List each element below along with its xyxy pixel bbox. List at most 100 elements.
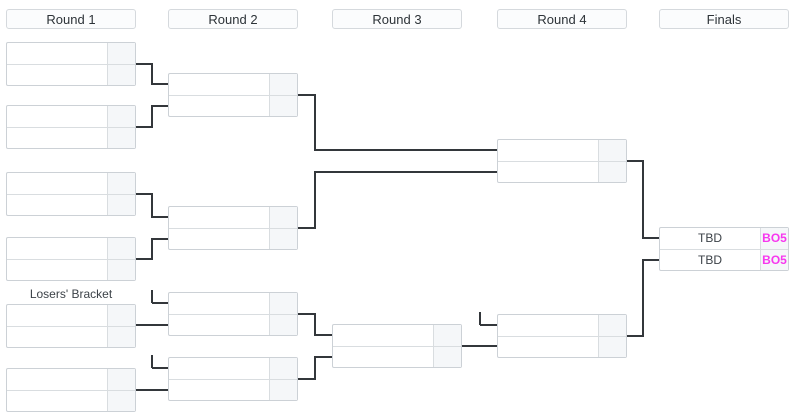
participant-score xyxy=(107,194,135,215)
participant-score xyxy=(107,64,135,85)
participant-score xyxy=(598,140,626,161)
participant-name xyxy=(169,293,269,314)
match-lb-r2-2[interactable] xyxy=(168,357,298,401)
match-row[interactable] xyxy=(7,43,135,65)
participant-name xyxy=(333,347,433,368)
match-row[interactable] xyxy=(7,173,135,195)
participant-name xyxy=(7,391,107,412)
bracket-connector xyxy=(298,378,315,380)
bracket-connector xyxy=(152,83,168,85)
participant-score xyxy=(269,228,297,249)
match-row[interactable] xyxy=(498,140,626,162)
match-row[interactable] xyxy=(7,127,135,148)
match-row[interactable] xyxy=(498,315,626,337)
match-row[interactable] xyxy=(7,369,135,391)
participant-name xyxy=(498,162,598,183)
bracket-connector xyxy=(136,193,152,195)
participant-name xyxy=(169,96,269,117)
match-row[interactable]: TBD BO5 xyxy=(660,228,788,250)
participant-name xyxy=(169,315,269,336)
match-row[interactable] xyxy=(7,64,135,86)
round-header-label: Round 2 xyxy=(208,11,258,27)
match-row[interactable] xyxy=(498,161,626,183)
round-header-label: Round 1 xyxy=(46,11,96,27)
bracket-connector xyxy=(314,313,316,336)
participant-name: TBD xyxy=(698,231,722,246)
match-row[interactable] xyxy=(498,336,626,358)
bracket-connector xyxy=(152,238,168,240)
match-lb-r2-1[interactable] xyxy=(168,292,298,336)
match-r4-1[interactable] xyxy=(497,139,627,183)
match-row[interactable] xyxy=(7,259,135,280)
match-row[interactable] xyxy=(7,106,135,128)
match-row[interactable] xyxy=(169,379,297,400)
match-row[interactable] xyxy=(169,207,297,229)
match-r1-3[interactable] xyxy=(6,172,136,216)
participant-name xyxy=(7,195,107,216)
match-row[interactable] xyxy=(169,95,297,117)
bracket-connector xyxy=(298,94,315,96)
bracket-connector xyxy=(298,313,315,315)
participant-name xyxy=(333,325,433,346)
participant-score xyxy=(107,238,135,259)
bracket-connector xyxy=(152,216,168,218)
participant-score xyxy=(269,207,297,228)
bracket-connector xyxy=(314,171,316,229)
match-finals[interactable]: TBD BO5 TBD BO5 xyxy=(659,227,789,271)
bracket-connector xyxy=(314,356,316,380)
match-r1-1[interactable] xyxy=(6,42,136,86)
bracket-connector xyxy=(643,259,659,261)
participant-name xyxy=(498,337,598,358)
match-r2-1[interactable] xyxy=(168,73,298,117)
bracket-connector xyxy=(627,160,643,162)
match-lb-r1-2[interactable] xyxy=(6,368,136,412)
match-row[interactable]: TBD BO5 xyxy=(660,249,788,270)
bracket-connector xyxy=(136,389,168,391)
match-row[interactable] xyxy=(7,326,135,347)
bracket-connector xyxy=(151,290,153,303)
match-lb-r1-1[interactable] xyxy=(6,304,136,348)
round-header-label: Finals xyxy=(706,11,742,27)
bracket-connector xyxy=(152,302,168,304)
participant-score xyxy=(269,293,297,314)
bracket-connector xyxy=(151,355,153,368)
participant-score xyxy=(107,305,135,326)
round-header-4: Round 4 xyxy=(497,9,627,29)
match-r4-2[interactable] xyxy=(497,314,627,358)
match-row[interactable] xyxy=(333,325,461,347)
match-row[interactable] xyxy=(7,305,135,327)
match-r1-2[interactable] xyxy=(6,105,136,149)
match-row[interactable] xyxy=(7,194,135,216)
bracket-connector xyxy=(298,227,315,229)
participant-score xyxy=(433,325,461,346)
bracket-connector xyxy=(151,238,153,260)
match-row[interactable] xyxy=(7,390,135,412)
round-header-label: Round 4 xyxy=(537,11,587,27)
match-r1-4[interactable] xyxy=(6,237,136,281)
participant-score xyxy=(107,390,135,411)
participant-score xyxy=(107,369,135,390)
bracket-connector xyxy=(136,258,152,260)
match-row[interactable] xyxy=(169,228,297,249)
match-row[interactable] xyxy=(333,346,461,368)
participant-score xyxy=(269,74,297,95)
participant-name xyxy=(169,358,269,379)
bracket-connector xyxy=(627,335,643,337)
bracket-connector xyxy=(315,356,332,358)
match-r2-2[interactable] xyxy=(168,206,298,250)
bracket-connector xyxy=(152,367,168,369)
match-row[interactable] xyxy=(169,358,297,380)
participant-score xyxy=(598,315,626,336)
match-row[interactable] xyxy=(169,293,297,315)
match-lb-r3-1[interactable] xyxy=(332,324,462,368)
bracket-connector xyxy=(642,259,644,337)
bracket-connector xyxy=(136,63,152,65)
round-header-label: Round 3 xyxy=(372,11,422,27)
participant-score xyxy=(269,379,297,400)
participant-score xyxy=(107,173,135,194)
match-row[interactable] xyxy=(169,74,297,96)
match-row[interactable] xyxy=(7,238,135,260)
participant-name xyxy=(7,65,107,86)
match-row[interactable] xyxy=(169,314,297,336)
